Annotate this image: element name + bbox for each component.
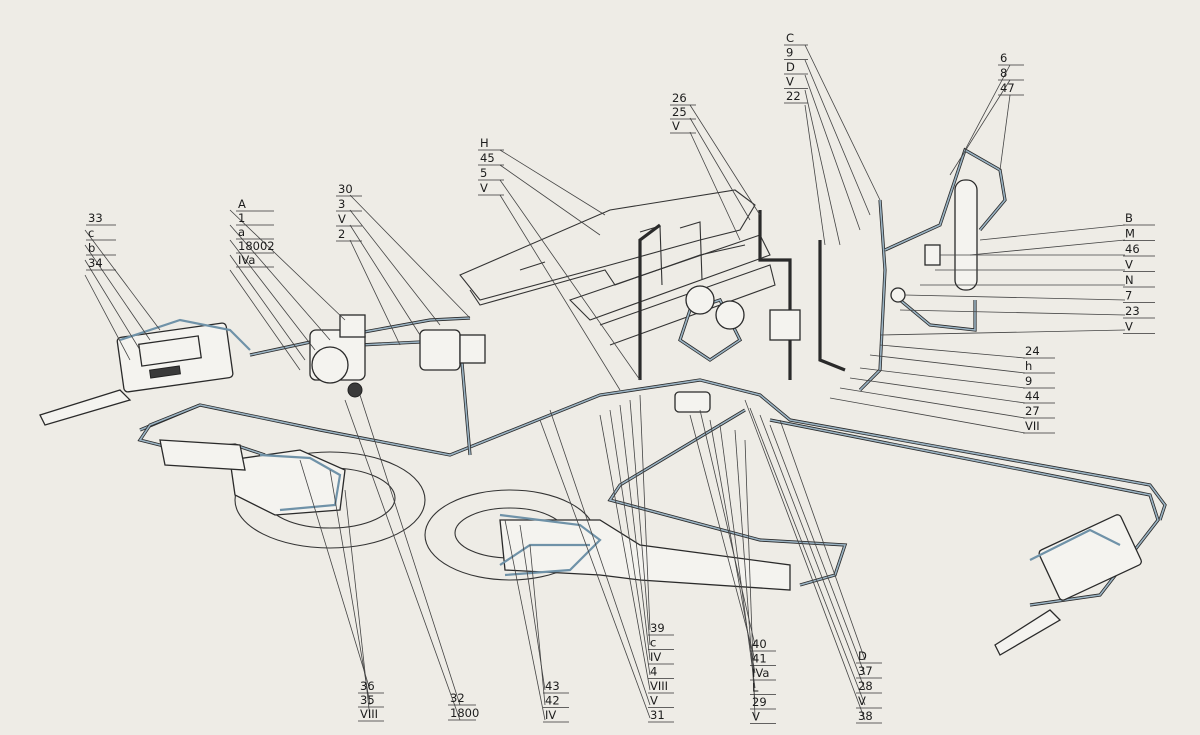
callout-label: VII xyxy=(1025,419,1040,433)
callout-label: 29 xyxy=(752,695,767,709)
callout-label: 8 xyxy=(1000,66,1007,80)
callout-label: 43 xyxy=(545,679,560,693)
callout-label: a xyxy=(238,225,245,239)
callout-label: 26 xyxy=(672,91,687,105)
callout-label: 24 xyxy=(1025,344,1040,358)
callout-label: 45 xyxy=(480,151,495,165)
callout-label: 37 xyxy=(858,664,873,678)
callout-label: 28 xyxy=(858,679,873,693)
callout-labels: 33cb34A1a18002IVa303V2H455V2625VC9DV2268… xyxy=(86,31,1155,724)
rear-right-brake-unit xyxy=(994,514,1142,656)
callout-label: 18002 xyxy=(238,239,275,253)
callout-label: c xyxy=(650,636,656,650)
callout-label: 35 xyxy=(360,693,375,707)
callout-label: 23 xyxy=(1125,304,1140,318)
callout-label: 46 xyxy=(1125,242,1140,256)
leader-lines xyxy=(84,44,1126,721)
callout-label: V xyxy=(338,212,346,226)
callout-label: 44 xyxy=(1025,389,1040,403)
callout-label: V xyxy=(650,694,658,708)
callout-label: 2 xyxy=(338,227,345,241)
callout-label: 25 xyxy=(672,105,687,119)
callout-label: L xyxy=(752,681,759,695)
callout-label: IV xyxy=(650,650,661,664)
callout-label: D xyxy=(786,60,795,74)
callout-label: h xyxy=(1025,359,1032,373)
callout-label: M xyxy=(1125,227,1135,241)
callout-label: 1800 xyxy=(450,706,479,720)
callout-label: 5 xyxy=(480,166,487,180)
callout-label: 3 xyxy=(338,197,345,211)
callout-label: IVa xyxy=(752,666,769,680)
callout-label: VIII xyxy=(650,679,668,693)
callout-label: 9 xyxy=(786,46,793,60)
callout-label: 22 xyxy=(786,89,801,103)
callout-label: 9 xyxy=(1025,374,1032,388)
callout-label: 41 xyxy=(752,652,767,666)
brake-pipelines xyxy=(137,147,1167,607)
callout-label: D xyxy=(858,649,867,663)
callout-label: 27 xyxy=(1025,404,1040,418)
callout-label: b xyxy=(88,241,95,255)
callout-label: 47 xyxy=(1000,81,1015,95)
callout-label: IVa xyxy=(238,253,255,267)
callout-label: A xyxy=(238,197,246,211)
callout-label: V xyxy=(672,119,680,133)
callout-label: 33 xyxy=(88,211,103,225)
central-valve-block xyxy=(674,285,801,413)
callout-label: 7 xyxy=(1125,289,1132,303)
callout-label: IV xyxy=(545,708,556,722)
callout-label: 6 xyxy=(1000,51,1007,65)
callout-label: VIII xyxy=(360,707,378,721)
callout-label: 30 xyxy=(338,182,353,196)
callout-label: 36 xyxy=(360,679,375,693)
callout-label: V xyxy=(480,181,488,195)
callout-label: 42 xyxy=(545,694,560,708)
rear-left-axle-housing xyxy=(159,439,346,516)
callout-label: 1 xyxy=(238,211,245,225)
callout-label: 34 xyxy=(88,256,103,270)
callout-label: 39 xyxy=(650,621,665,635)
callout-label: V xyxy=(752,710,760,724)
callout-label: V xyxy=(1125,258,1133,272)
callout-label: c xyxy=(88,226,94,240)
callout-label: 32 xyxy=(450,691,465,705)
callout-label: 4 xyxy=(650,665,657,679)
callout-label: V xyxy=(858,694,866,708)
callout-label: C xyxy=(786,31,794,45)
callout-label: 38 xyxy=(858,709,873,723)
front-axle-housing xyxy=(499,513,791,591)
compressor-unit xyxy=(309,314,486,398)
air-tank xyxy=(890,179,978,303)
rear-left-brake-unit xyxy=(39,318,251,426)
callout-label: V xyxy=(786,75,794,89)
callout-label: H xyxy=(480,136,489,150)
callout-label: V xyxy=(1125,320,1133,334)
callout-label: 31 xyxy=(650,708,665,722)
callout-label: N xyxy=(1125,273,1134,287)
callout-label: B xyxy=(1125,211,1133,225)
callout-label: 40 xyxy=(752,637,767,651)
